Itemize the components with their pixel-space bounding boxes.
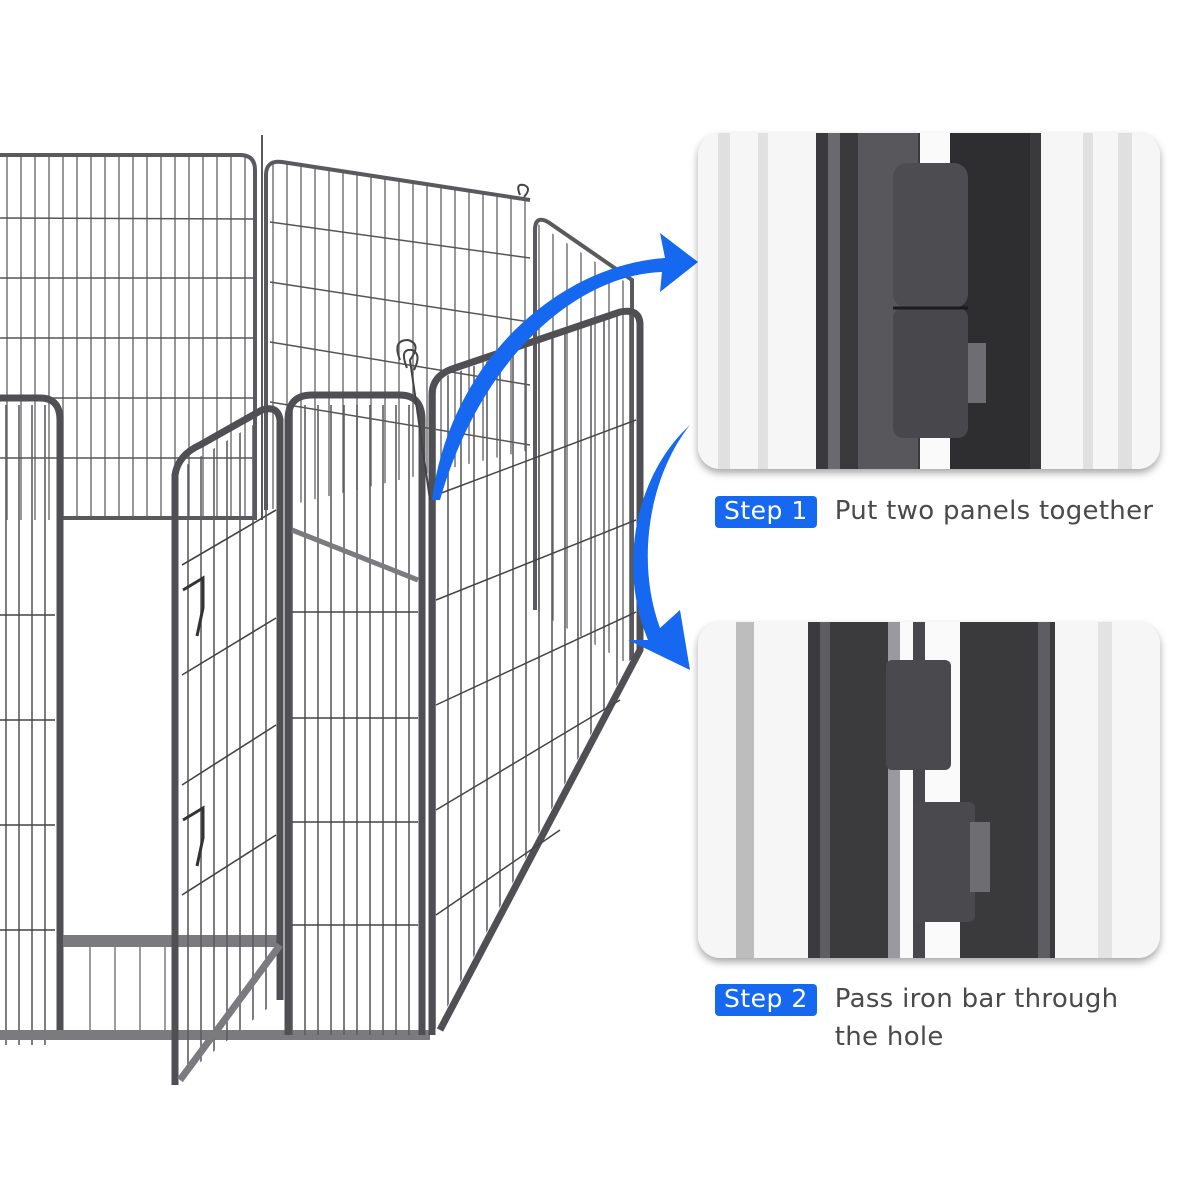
step-1-text: Put two panels together [834,496,1154,526]
step-1-caption: Step 1 Put two panels together [715,496,1153,530]
step-2-badge: Step 2 [715,984,817,1016]
detail-card-step1 [698,133,1160,469]
step-1-badge: Step 1 [715,496,817,528]
arrow-to-step2-icon [628,425,690,670]
step-2-text: Pass iron bar through the hole [834,984,1119,1052]
iron-bar-closeup-image [698,622,1160,958]
arrow-to-step1-icon [432,233,698,500]
detail-card-step2 [698,622,1160,958]
open-gate [171,405,284,1085]
front-center-panel [284,391,426,1035]
hinge-closeup-image [698,133,1160,469]
right-front-panel [396,307,644,1035]
step-2-caption: Step 2 Pass iron bar through the hole [715,984,1135,1056]
left-front-panel [0,394,64,1045]
